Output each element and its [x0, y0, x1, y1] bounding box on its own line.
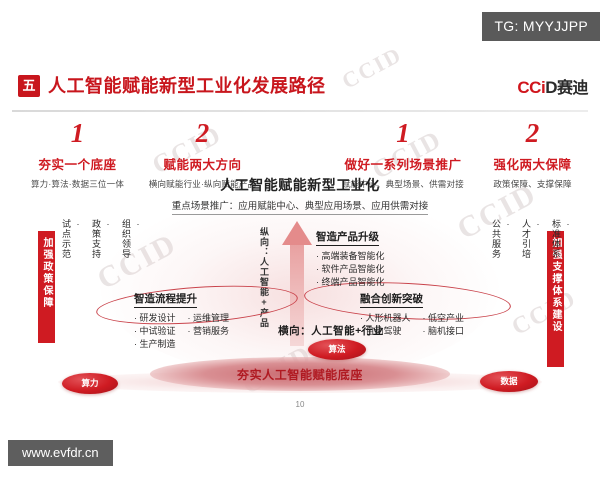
foundation-base: 夯实人工智能赋能底座 算法 算力 数据	[40, 339, 560, 401]
horizontal-axis-label: 横向：人工智能+行业	[278, 325, 384, 337]
quadrant-item: 低空产业	[423, 312, 464, 325]
point-title: 赋能两大方向	[163, 158, 242, 172]
center-title: 人工智能赋能新型工业化	[220, 177, 380, 193]
quadrant-list: 人形机器人 自动驾驶 低空产业 脑机接口	[360, 312, 465, 338]
left-guarantee-item: 政策支持	[90, 219, 113, 259]
section-number-badge: 五	[18, 75, 40, 97]
header-divider	[12, 110, 588, 112]
point-subtitle: 横向赋能行业·纵向赋能产品	[148, 179, 257, 189]
quadrant-item: 脑机接口	[423, 325, 464, 338]
quadrant-column: 研发设计 中试验证 生产制造	[134, 312, 176, 351]
logo-cc-text: CC	[517, 78, 541, 97]
right-support-items: 标准体系 人才引培 公共服务	[490, 219, 573, 259]
point-title: 强化两大保障	[493, 158, 572, 172]
pill-computing-power-label: 算力	[81, 378, 99, 388]
quadrant-item: 营销服务	[188, 325, 229, 338]
logo-i-text: i	[540, 78, 546, 97]
quadrant-item: 人形机器人	[360, 312, 411, 325]
right-support-banner: 加强支撑体系建设	[547, 231, 564, 367]
quadrant-item: 软件产品智能化	[316, 263, 385, 276]
foundation-label: 夯实人工智能赋能底座	[236, 368, 363, 382]
logo-cn-text: 赛迪	[556, 80, 589, 97]
up-arrow-icon	[282, 221, 312, 346]
right-support-item: 公共服务	[490, 219, 513, 259]
quadrant-column: 高端装备智能化 软件产品智能化 终端产品智能化	[316, 250, 385, 289]
left-guarantee-banner: 加强政策保障	[38, 231, 55, 343]
center-diagram: 人工智能赋能新型工业化 重点场景推广：应用赋能中心、典型应用场景、应用供需对接 …	[60, 175, 540, 390]
right-support-item: 标准体系	[550, 219, 573, 259]
ccid-logo: CCiD赛迪	[517, 74, 588, 98]
left-guarantee-item: 组织领导	[120, 219, 143, 259]
arrow-shaft	[290, 243, 304, 346]
quadrant-item: 高端装备智能化	[316, 250, 385, 263]
quadrant-process-upgrade: 智造流程提升 研发设计 中试验证 生产制造 运维管理 营销服务	[134, 289, 229, 351]
arrow-head	[282, 221, 312, 245]
point-item-1: 1 夯实一个底座 算力·算法·数据三位一体	[10, 120, 145, 190]
quadrant-title: 融合创新突破	[360, 291, 423, 308]
logo-d-text: D	[545, 78, 557, 97]
page-number: 10	[295, 400, 305, 409]
pill-algorithm: 算法	[308, 339, 366, 360]
point-number: 1	[396, 118, 410, 148]
right-support-group: 加强支撑体系建设 标准体系 人才引培 公共服务	[486, 215, 566, 367]
slide-header: 五 人工智能赋能新型工业化发展路径 CCiD赛迪	[0, 72, 600, 110]
point-title: 夯实一个底座	[38, 158, 117, 172]
point-number: 2	[195, 118, 210, 148]
pill-algorithm-label: 算法	[328, 344, 346, 354]
point-item-3: 1 做好一系列场景推广 赋能中心、典型场景、供需对接	[318, 120, 488, 190]
point-item-4: 2 强化两大保障 政策保障、支撑保障	[470, 120, 595, 190]
quadrant-item: 研发设计	[134, 312, 176, 325]
quadrant-list: 研发设计 中试验证 生产制造 运维管理 营销服务	[134, 312, 230, 351]
center-subtitle: 重点场景推广：应用赋能中心、典型应用场景、应用供需对接	[171, 201, 429, 215]
point-subtitle: 政策保障、支撑保障	[493, 179, 572, 189]
quadrant-column: 人形机器人 自动驾驶	[360, 312, 411, 338]
quadrant-item: 自动驾驶	[360, 325, 411, 338]
page-title: 人工智能赋能新型工业化发展路径	[48, 76, 326, 96]
left-guarantee-group: 加强政策保障 组织领导 政策支持 试点示范	[36, 215, 131, 365]
vertical-axis-label: 纵向：人工智能+产品	[259, 227, 269, 328]
point-title: 做好一系列场景推广	[344, 158, 462, 172]
left-guarantee-items: 组织领导 政策支持 试点示范	[60, 219, 143, 259]
pill-data: 数据	[480, 371, 538, 392]
quadrant-item: 中试验证	[134, 325, 176, 338]
quadrant-title: 智造产品升级	[316, 229, 379, 246]
foundation-inner-ellipse	[150, 357, 450, 391]
quadrant-list: 高端装备智能化 软件产品智能化 终端产品智能化	[316, 250, 385, 289]
point-subtitle: 赋能中心、典型场景、供需对接	[342, 179, 464, 189]
quadrant-product-upgrade: 智造产品升级 高端装备智能化 软件产品智能化 终端产品智能化	[316, 227, 385, 289]
quadrant-column: 低空产业 脑机接口	[423, 312, 464, 338]
pill-computing-power: 算力	[62, 373, 118, 394]
left-guarantee-item: 试点示范	[60, 219, 83, 259]
right-support-item: 人才引培	[520, 219, 543, 259]
center-subtitle-wrap: 重点场景推广：应用赋能中心、典型应用场景、应用供需对接	[60, 198, 540, 215]
quadrant-item: 生产制造	[134, 338, 176, 351]
footer-watermark: www.evfdr.cn	[8, 440, 113, 466]
point-subtitle: 算力·算法·数据三位一体	[30, 179, 125, 189]
quadrant-title: 智造流程提升	[134, 291, 197, 308]
pill-data-label: 数据	[500, 376, 518, 386]
quadrant-fusion-innovation: 融合创新突破 人形机器人 自动驾驶 低空产业 脑机接口	[360, 289, 464, 338]
point-item-2: 2 赋能两大方向 横向赋能行业·纵向赋能产品	[120, 120, 285, 190]
quadrant-column: 运维管理 营销服务	[188, 312, 229, 351]
point-number: 2	[525, 118, 540, 148]
quadrant-item: 运维管理	[188, 312, 229, 325]
point-number: 1	[70, 118, 85, 148]
tg-tag: TG: MYYJJPP	[482, 12, 600, 41]
quadrant-item: 终端产品智能化	[316, 276, 385, 289]
